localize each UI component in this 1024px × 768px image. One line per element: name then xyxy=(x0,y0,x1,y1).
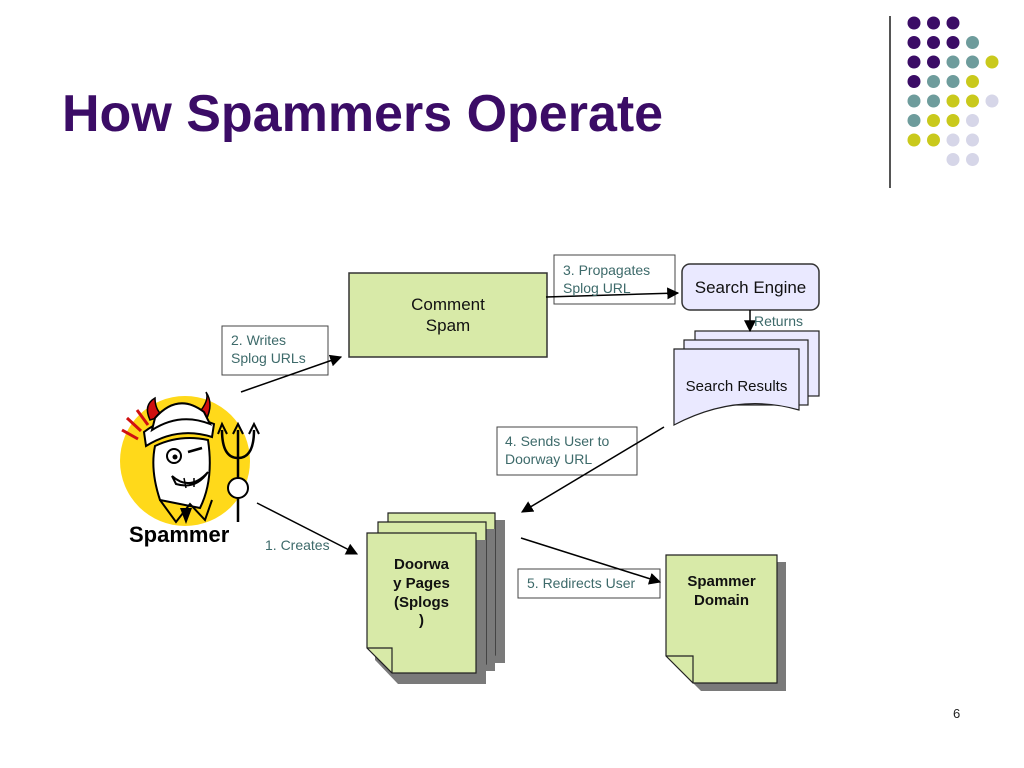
decorative-dot xyxy=(907,75,921,88)
doorway-pages-documents xyxy=(366,512,505,684)
spammer-label: Spammer xyxy=(129,522,230,547)
writes-label: 2. Writes Splog URLs xyxy=(231,332,306,366)
decorative-dot-grid xyxy=(907,16,999,166)
arrow-writes-splog-urls xyxy=(240,354,343,393)
decorative-dot xyxy=(907,16,921,30)
redirects-label: 5. Redirects User xyxy=(527,575,636,591)
decorative-dot xyxy=(907,114,921,127)
decorative-dot xyxy=(946,94,960,108)
spammer-domain-label: Spammer Domain xyxy=(687,573,756,609)
decorative-dot xyxy=(907,36,921,49)
redirects-label-box xyxy=(517,568,661,599)
decorative-dot xyxy=(927,16,940,30)
decorative-dot xyxy=(966,36,979,49)
arrow-sends-user xyxy=(520,426,665,513)
sends-label-box xyxy=(496,426,638,476)
decorative-dot xyxy=(907,133,921,147)
returns-label: Returns xyxy=(754,313,804,329)
decorative-dot xyxy=(966,133,979,147)
search-results-label: Search Results xyxy=(685,378,788,395)
decorative-dot xyxy=(907,55,921,69)
decorative-dot xyxy=(927,133,940,147)
decorative-dot xyxy=(946,16,960,30)
decorative-dot xyxy=(966,94,979,108)
decorative-dot xyxy=(946,55,960,69)
decorative-dot xyxy=(946,133,960,147)
decorative-dot xyxy=(927,36,940,49)
propagates-label: 3. Propagates Splog URL xyxy=(563,262,651,296)
decorative-dot xyxy=(946,36,960,49)
page-number: 6 xyxy=(953,706,961,721)
search-results-documents xyxy=(673,330,820,426)
decorative-dot xyxy=(927,55,940,69)
decorative-dot xyxy=(927,94,940,108)
decorative-dot xyxy=(907,94,921,108)
decorative-dot xyxy=(946,75,960,88)
decorative-dot xyxy=(985,55,999,69)
arrow-creates xyxy=(256,502,359,555)
search-engine-label: Search Engine xyxy=(694,278,807,297)
decorative-dot xyxy=(985,94,999,108)
decorative-dot xyxy=(946,153,960,166)
spammer-domain-document xyxy=(665,554,786,691)
writes-label-box xyxy=(221,325,329,376)
doorway-pages-label: Doorwa y Pages (Splogs ) xyxy=(393,556,450,630)
creates-label: 1. Creates xyxy=(265,537,330,553)
decorative-dot xyxy=(966,55,979,69)
decorative-dot xyxy=(927,114,940,127)
arrow-redirects-user xyxy=(520,537,662,585)
decorative-dot xyxy=(966,75,979,88)
comment-spam-box xyxy=(348,272,548,358)
spammer-devil-illustration xyxy=(120,391,260,526)
title-divider-line xyxy=(889,16,891,188)
decorative-dot xyxy=(966,114,979,127)
decorative-dot xyxy=(927,75,940,88)
decorative-dot xyxy=(946,114,960,127)
arrow-propagates-splog-url xyxy=(545,287,680,300)
decorative-dot xyxy=(966,153,979,166)
slide-title: How Spammers Operate xyxy=(62,85,664,143)
sends-label: 4. Sends User to Doorway URL xyxy=(505,433,610,467)
comment-spam-label: Comment Spam xyxy=(411,295,485,336)
